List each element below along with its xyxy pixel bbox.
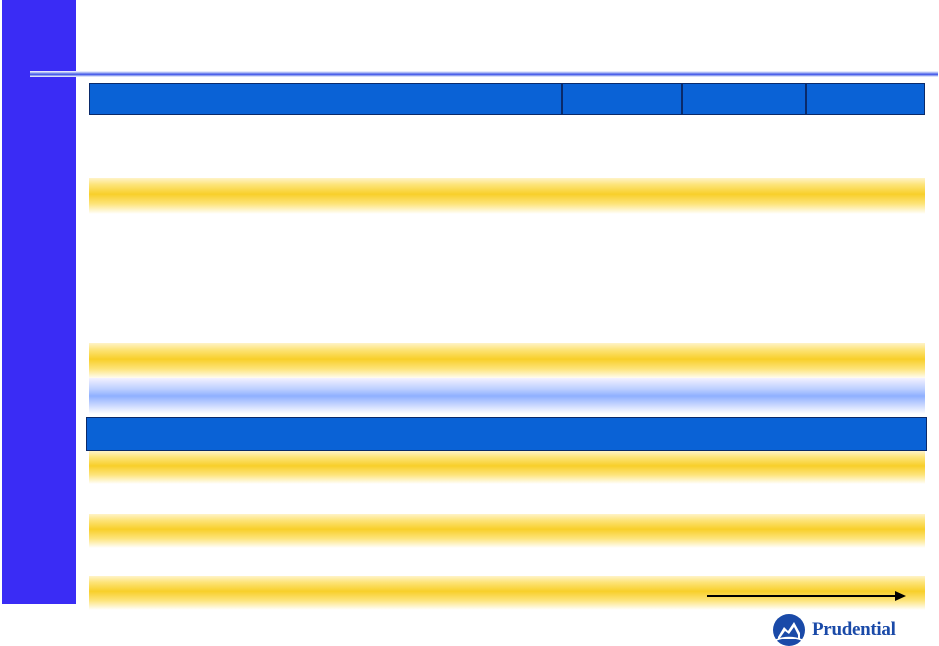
- title-underline-rule: [30, 71, 938, 77]
- table-row-band: [89, 178, 925, 214]
- table-row-band-blue: [89, 378, 925, 414]
- table-row-band: [89, 514, 925, 548]
- table-row-band: [89, 451, 925, 484]
- table-header-cell: [683, 84, 805, 114]
- table-row-band: [89, 343, 925, 379]
- table-header-cell: [90, 84, 561, 114]
- prudential-logo: Prudential: [772, 613, 896, 646]
- section-header-bar: [86, 417, 927, 451]
- side-color-bar: [2, 0, 76, 604]
- table-header-row: [89, 83, 925, 115]
- table-header-cell: [563, 84, 681, 114]
- rock-of-gibraltar-icon: [773, 614, 805, 646]
- table-header-cell: [807, 84, 924, 114]
- table-row-band: [89, 576, 925, 610]
- brand-name: Prudential: [812, 619, 896, 640]
- arrow-right-icon: [707, 591, 906, 601]
